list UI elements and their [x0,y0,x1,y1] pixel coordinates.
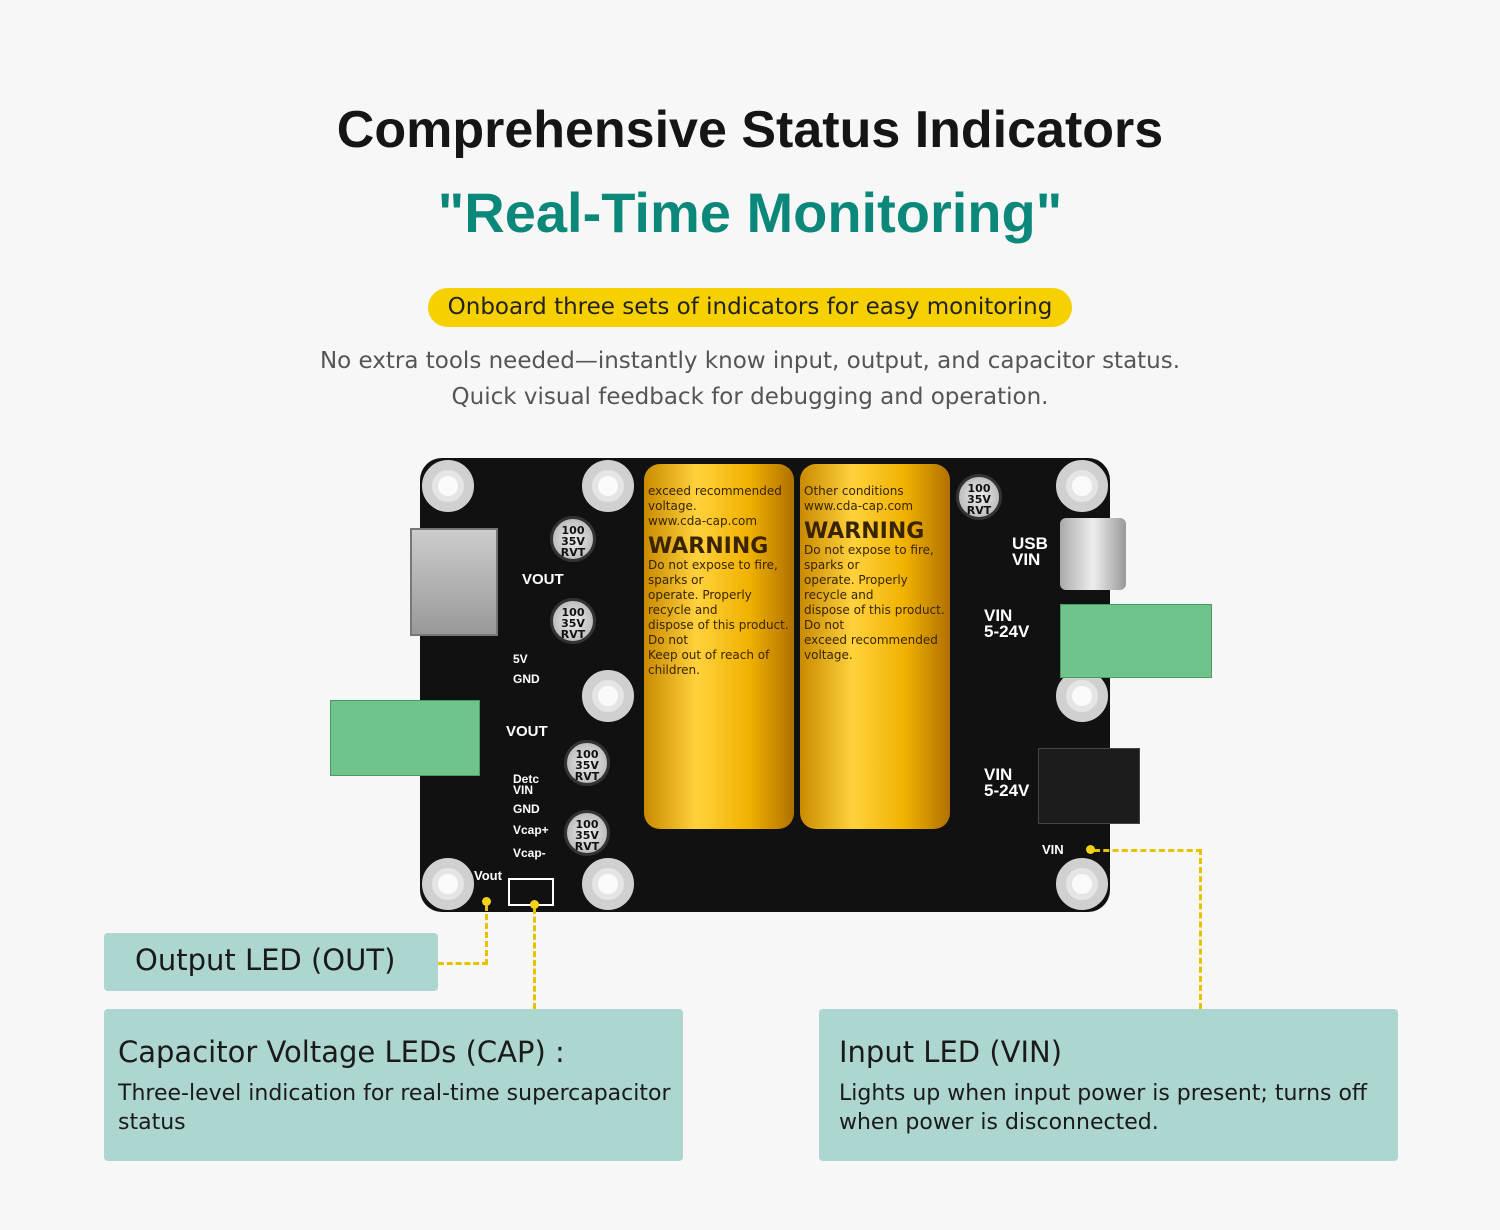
electrolytic-capacitor: 100 35V RVT [564,810,610,856]
label-gnd: GND [513,672,540,686]
label-vcap-minus: Vcap- [513,846,546,860]
callout-title: Output LED (OUT) [135,943,396,977]
output-terminal-block [330,700,480,776]
callout-text: Three-level indication for real-time sup… [118,1081,671,1135]
usb-a-port [410,528,498,636]
description-line-2: Quick visual feedback for debugging and … [451,384,1049,410]
mount-hole [582,460,634,512]
connector-line [485,905,488,965]
mount-hole [582,858,634,910]
mount-hole [582,670,634,722]
label-vout-terminal: VOUT [506,723,548,740]
highlight-badge: Onboard three sets of indicators for eas… [428,288,1072,327]
connector-line [438,962,488,965]
callout-title: Capacitor Voltage LEDs (CAP) : [118,1035,565,1069]
input-terminal-block [1060,604,1212,678]
label-vin-led: VIN [1042,842,1064,857]
callout-title: Input LED (VIN) [839,1035,1063,1069]
label-detc-vin: Detc VIN [513,772,540,797]
mount-hole [422,858,474,910]
supercapacitor: exceed recommended voltage.www.cda-cap.c… [644,464,794,829]
page-title: Comprehensive Status Indicators [336,101,1164,159]
label-usb-vin: USB VIN [1012,534,1048,569]
electrolytic-capacitor: 100 35V RVT [550,598,596,644]
connector-line [533,908,536,1009]
callout-cap-leds: Capacitor Voltage LEDs (CAP) : Three-lev… [104,1009,683,1161]
electrolytic-capacitor: 100 35V RVT [564,740,610,786]
output-led-marker [482,897,491,906]
label-5v: 5V [513,652,528,666]
cap-led-marker [530,900,539,909]
label-vout-usb: VOUT [522,571,564,588]
dc-jack [1038,748,1140,824]
label-vin-terminal: VIN 5-24V [984,606,1030,641]
supercapacitor-board-image: exceed recommended voltage.www.cda-cap.c… [410,458,1140,912]
connector-line [1199,849,1202,1009]
callout-text: Lights up when input power is present; t… [839,1081,1368,1135]
callout-input-led: Input LED (VIN) Lights up when input pow… [819,1009,1398,1161]
label-vcap-plus: Vcap+ [513,823,549,837]
callout-output-led: Output LED (OUT) [104,933,438,991]
vin-led-marker [1086,845,1095,854]
description-line-1: No extra tools needed—instantly know inp… [319,348,1181,374]
mount-hole [1056,460,1108,512]
mount-hole [1056,858,1108,910]
page-subtitle: "Real-Time Monitoring" [437,181,1063,244]
label-vin-dc: VIN 5-24V [984,765,1030,800]
electrolytic-capacitor: 100 35V RVT [550,516,596,562]
connector-line [1094,849,1202,852]
label-vout-led: Vout [474,868,502,883]
usb-c-port [1060,518,1126,590]
label-gnd: GND [513,802,540,816]
mount-hole [422,460,474,512]
electrolytic-capacitor: 100 35V RVT [956,474,1002,520]
